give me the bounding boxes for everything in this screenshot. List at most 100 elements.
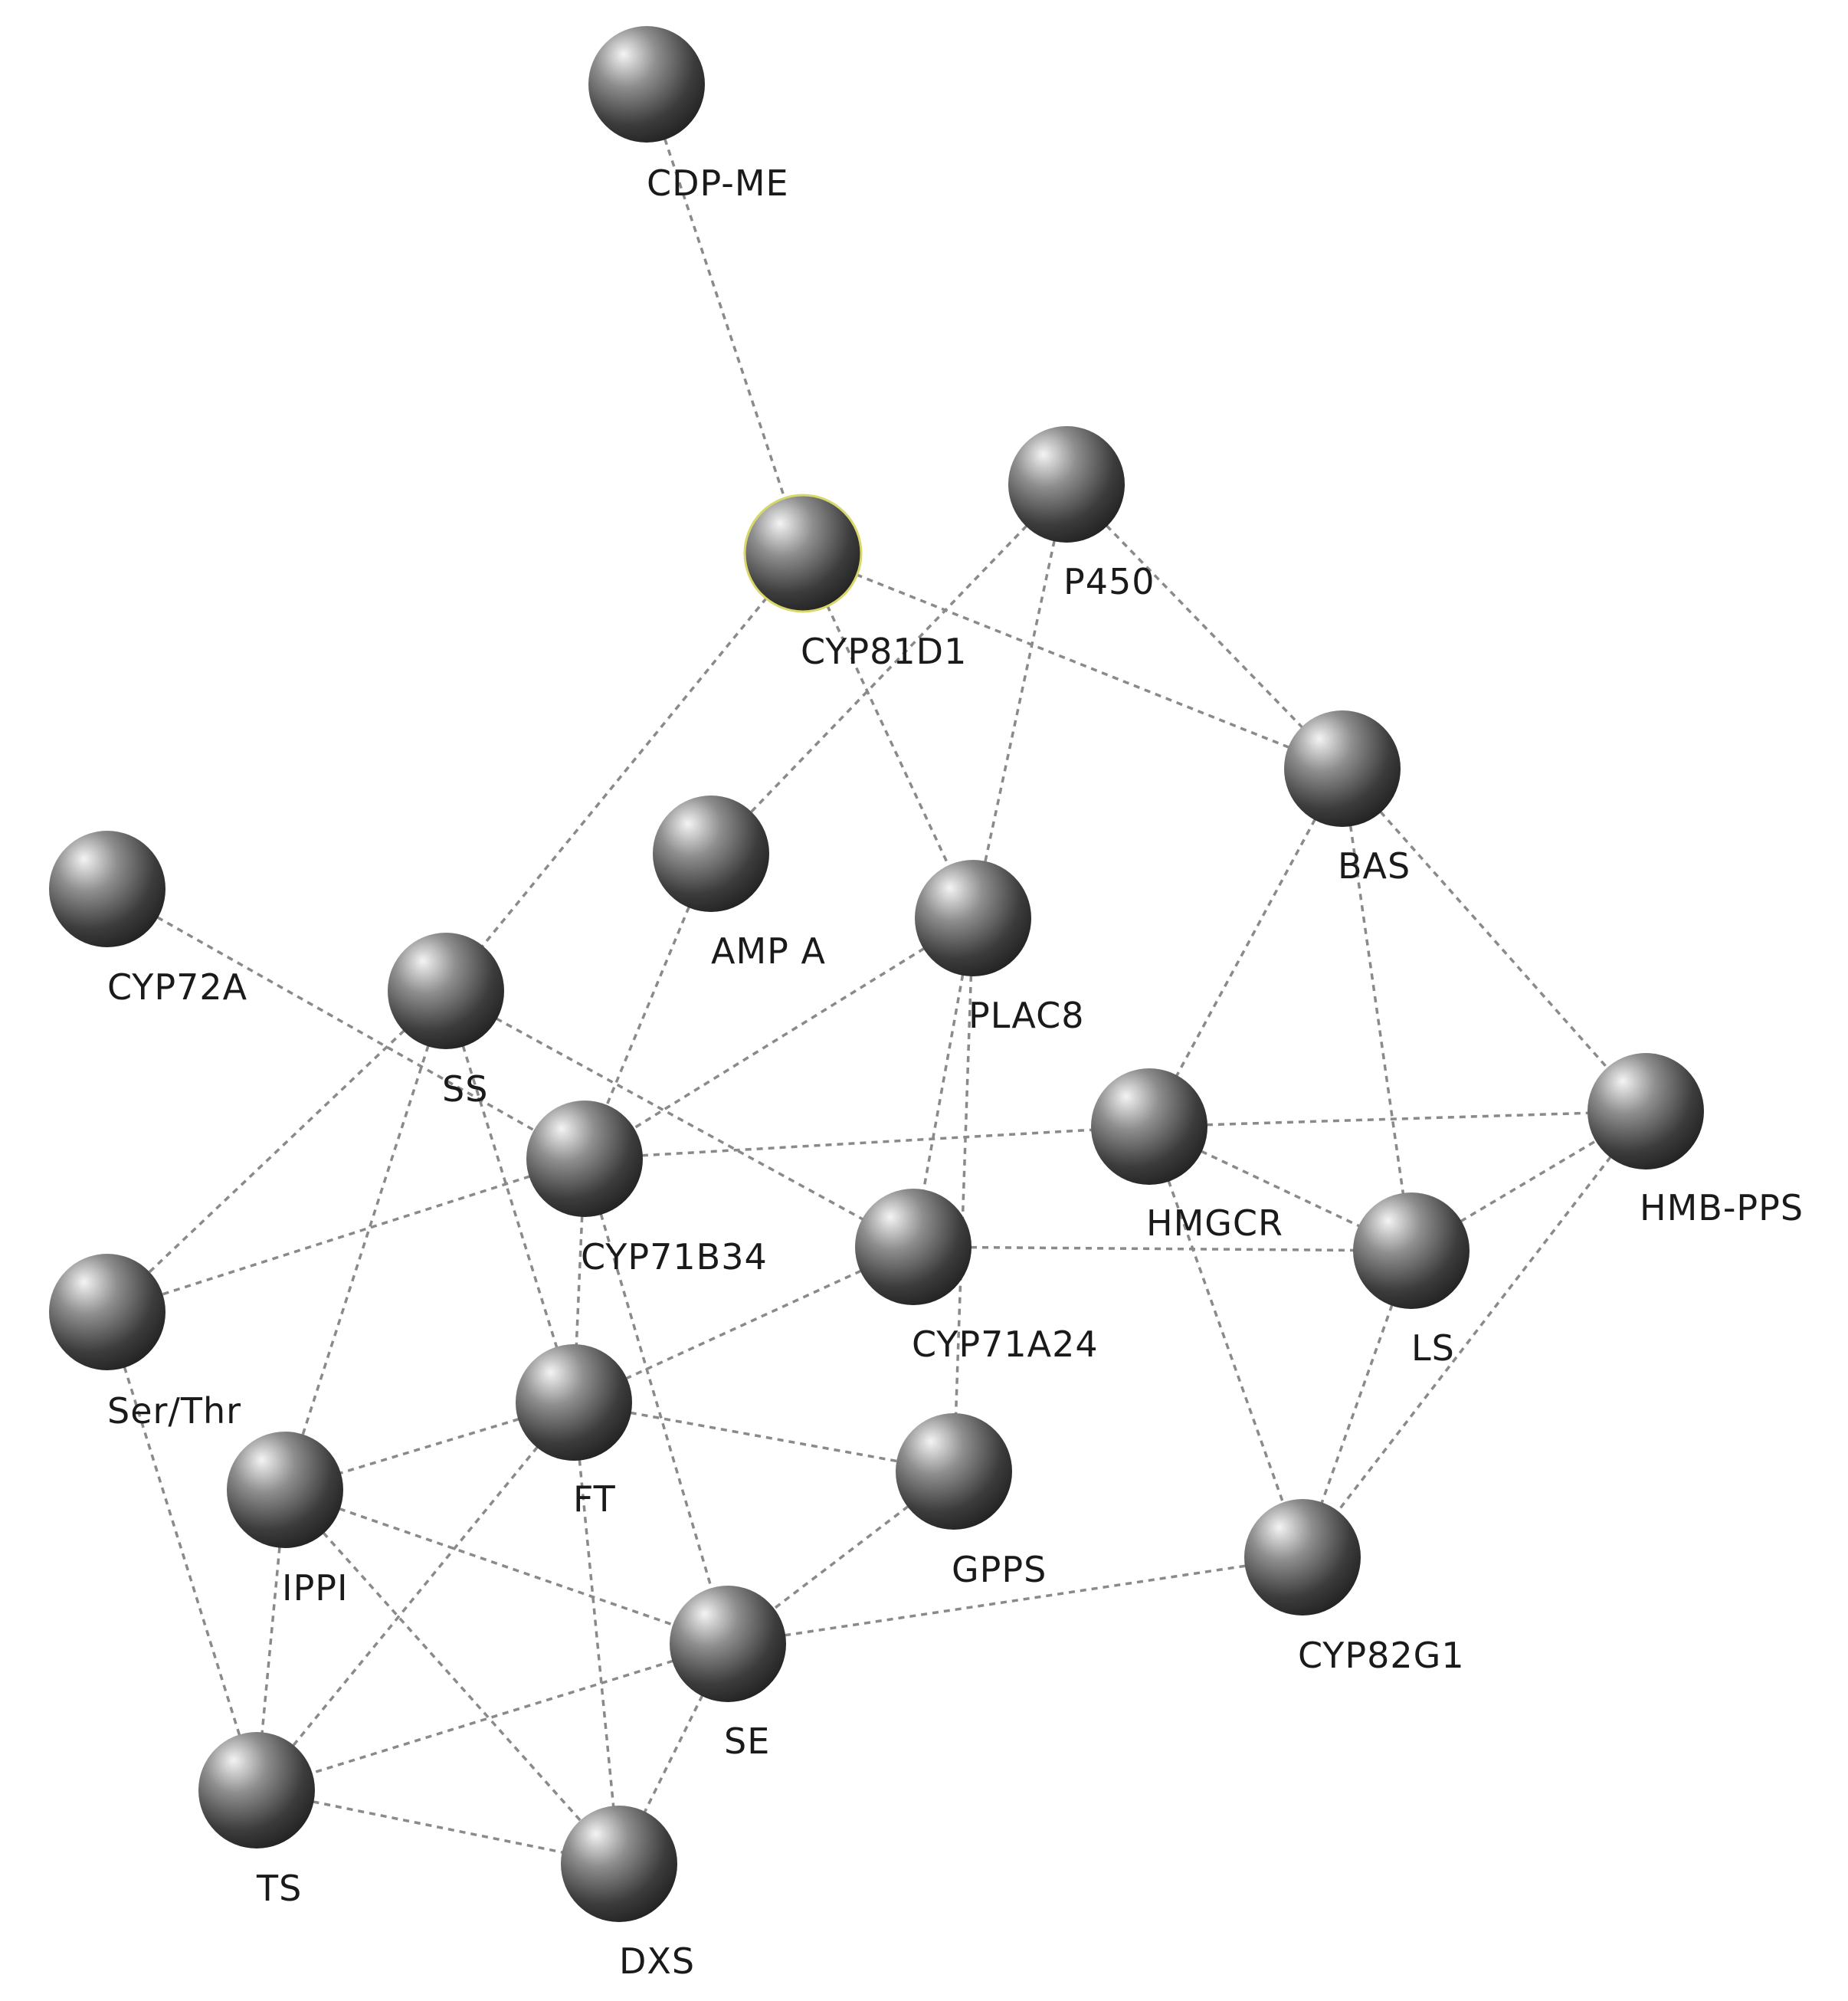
node-hmb-pps[interactable]: HMB-PPS (1588, 1053, 1804, 1228)
edge-se-cyp82g1 (727, 1556, 1303, 1645)
node-label-se: SE (724, 1721, 770, 1762)
node-ippi[interactable]: IPPI (227, 1432, 349, 1609)
edge-bas-hmgcr (1148, 768, 1344, 1127)
node-label-ls: LS (1411, 1327, 1455, 1369)
node-label-hmb-pps: HMB-PPS (1640, 1187, 1804, 1228)
node-sphere-ts[interactable] (198, 1732, 315, 1848)
edge-cdp-me-cyp81d1 (645, 84, 804, 554)
node-cyp71a24[interactable]: CYP71A24 (855, 1189, 1099, 1365)
edge-hmgcr-hmb-pps (1148, 1110, 1646, 1128)
node-label-plac8: PLAC8 (968, 995, 1084, 1036)
node-label-ampa: AMP A (711, 930, 826, 972)
edge-cyp72a-cyp71b34 (106, 887, 585, 1160)
edge-ss-ft (444, 990, 575, 1403)
node-label-ippi: IPPI (282, 1567, 349, 1609)
node-label-ts: TS (256, 1868, 302, 1909)
edge-plac8-gpps (952, 917, 975, 1472)
node-label-cyp81d1: CYP81D1 (801, 631, 967, 672)
edge-ippi-dxs (283, 1488, 621, 1865)
node-sphere-ls[interactable] (1353, 1192, 1470, 1309)
edge-cyp81d1-bas (802, 552, 1343, 770)
edge-ft-ts (255, 1401, 575, 1792)
node-ser-thr[interactable]: Ser/Thr (49, 1254, 241, 1432)
node-label-cdp-me: CDP-ME (647, 162, 789, 204)
edge-hmgcr-cyp82g1 (1148, 1126, 1304, 1558)
node-cyp81d1[interactable]: CYP81D1 (743, 494, 967, 672)
node-sphere-ser-thr[interactable] (49, 1254, 165, 1370)
node-label-cyp71a24: CYP71A24 (912, 1324, 1099, 1365)
edge-ampa-cyp71b34 (583, 853, 713, 1160)
node-sphere-plac8[interactable] (915, 860, 1031, 976)
edge-ft-gpps (573, 1401, 955, 1473)
node-label-ss: SS (442, 1068, 488, 1110)
edge-plac8-cyp71b34 (584, 917, 974, 1160)
edge-cyp81d1-plac8 (801, 553, 975, 919)
edge-bas-hmb-pps (1341, 767, 1647, 1113)
edge-ss-ippi (283, 990, 447, 1491)
node-label-dxs: DXS (619, 1940, 695, 1982)
node-label-ser-thr: Ser/Thr (107, 1390, 241, 1432)
node-label-p450: P450 (1063, 561, 1155, 602)
node-label-bas: BAS (1338, 845, 1411, 887)
node-sphere-cyp82g1[interactable] (1244, 1499, 1361, 1616)
edge-cyp71b34-se (583, 1158, 729, 1645)
node-sphere-hmb-pps[interactable] (1588, 1053, 1704, 1169)
node-plac8[interactable]: PLAC8 (915, 860, 1084, 1036)
node-label-gpps: GPPS (952, 1549, 1047, 1590)
edge-ippi-se (284, 1488, 729, 1645)
edge-cyp71b34-ser-thr (106, 1157, 585, 1314)
node-gpps[interactable]: GPPS (896, 1413, 1047, 1590)
node-sphere-cyp71b34[interactable] (526, 1101, 643, 1217)
edge-se-ts (256, 1642, 729, 1792)
node-sphere-ft[interactable] (516, 1344, 632, 1461)
node-cdp-me[interactable]: CDP-ME (588, 26, 789, 204)
node-label-ft: FT (573, 1478, 616, 1520)
node-sphere-cyp81d1[interactable] (743, 494, 863, 613)
edge-cyp71a24-ls (913, 1245, 1412, 1252)
edge-ser-thr-ts (106, 1311, 258, 1791)
node-bas[interactable]: BAS (1284, 710, 1411, 887)
node-label-cyp82g1: CYP82G1 (1298, 1635, 1465, 1676)
edge-ls-cyp82g1 (1301, 1250, 1413, 1558)
edge-bas-ls (1341, 768, 1413, 1251)
node-label-hmgcr: HMGCR (1146, 1202, 1283, 1244)
node-sphere-p450[interactable] (1008, 426, 1125, 543)
node-ampa[interactable]: AMP A (653, 795, 826, 972)
edge-ts-dxs (256, 1789, 620, 1865)
edge-p450-ampa (709, 483, 1068, 855)
node-sphere-bas[interactable] (1284, 710, 1401, 827)
node-label-cyp71b34: CYP71B34 (581, 1236, 768, 1278)
edge-ss-cyp71a24 (445, 989, 914, 1248)
edge-p450-plac8 (972, 484, 1068, 919)
node-sphere-ampa[interactable] (653, 795, 769, 912)
node-hmgcr[interactable]: HMGCR (1091, 1068, 1283, 1244)
node-sphere-cyp71a24[interactable] (855, 1189, 972, 1305)
node-cyp82g1[interactable]: CYP82G1 (1244, 1499, 1465, 1676)
edge-cyp81d1-ss (444, 552, 804, 992)
edge-cyp71b34-hmgcr (584, 1125, 1150, 1160)
node-sphere-se[interactable] (670, 1586, 786, 1702)
node-sphere-gpps[interactable] (896, 1413, 1012, 1530)
node-cyp71b34[interactable]: CYP71B34 (526, 1101, 768, 1278)
node-ts[interactable]: TS (198, 1732, 315, 1909)
node-label-cyp72a: CYP72A (107, 966, 247, 1008)
node-sphere-dxs[interactable] (561, 1806, 677, 1922)
node-sphere-ss[interactable] (388, 933, 504, 1049)
node-sphere-cyp72a[interactable] (49, 831, 165, 947)
node-ls[interactable]: LS (1353, 1192, 1470, 1369)
edge-p450-bas (1065, 483, 1344, 770)
node-ss[interactable]: SS (388, 933, 504, 1110)
node-cyp72a[interactable]: CYP72A (49, 831, 247, 1008)
node-p450[interactable]: P450 (1008, 426, 1155, 602)
node-ft[interactable]: FT (516, 1344, 632, 1520)
edge-ss-ser-thr (106, 989, 447, 1314)
edge-ft-dxs (572, 1402, 621, 1865)
node-se[interactable]: SE (670, 1586, 786, 1762)
node-sphere-cdp-me[interactable] (588, 26, 705, 143)
node-dxs[interactable]: DXS (561, 1806, 695, 1982)
edge-hmb-pps-cyp82g1 (1301, 1110, 1647, 1559)
node-sphere-hmgcr[interactable] (1091, 1068, 1207, 1185)
node-sphere-ippi[interactable] (227, 1432, 343, 1548)
